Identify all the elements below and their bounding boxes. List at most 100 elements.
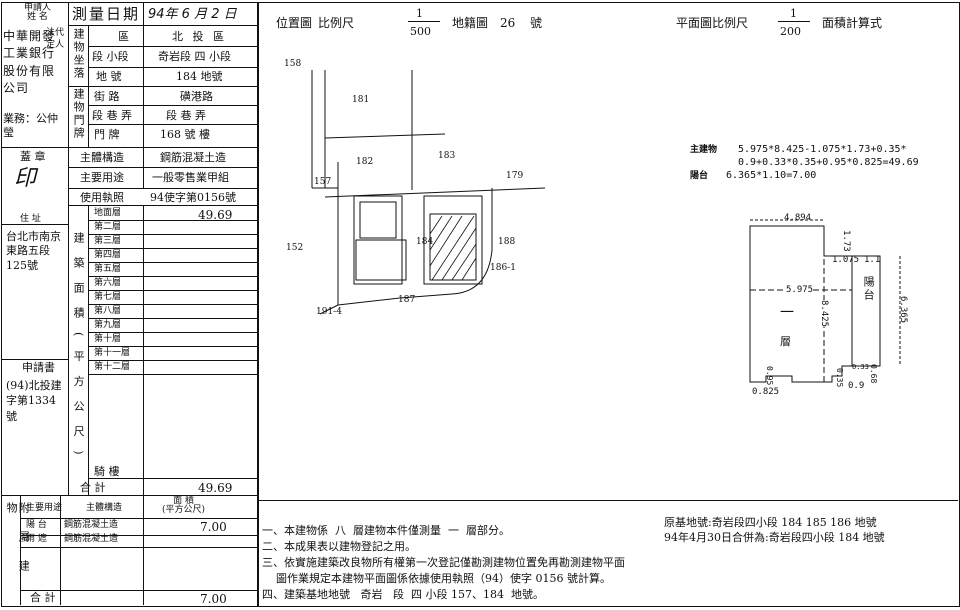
parcel-157: 157 xyxy=(314,177,332,187)
annex-row-structure: 鋼筋混凝土造 xyxy=(64,520,119,530)
district-label: 區 xyxy=(118,30,129,43)
note-line: 三、依實施建築改良物所有權第一次登記僅勘測建物位置免再勘測建物平面 xyxy=(262,556,625,569)
parcel-158: 158 xyxy=(284,59,302,69)
license-value: 94使字第0156號 xyxy=(150,191,236,204)
land-no-label: 地 號 xyxy=(96,70,122,83)
dim-068: 0.68 xyxy=(868,364,878,384)
calc-balcony: 6.365*1.10=7.00 xyxy=(726,170,817,181)
floor-row-label: 第十一層 xyxy=(94,348,131,358)
parcel-183: 183 xyxy=(438,151,456,161)
parcel-181: 181 xyxy=(352,95,370,105)
representative-label: 法代定人 xyxy=(46,28,65,50)
annex-total-label: 合 計 xyxy=(30,591,56,604)
annex-total: 7.00 xyxy=(200,592,227,606)
ground-area: 49.69 xyxy=(198,208,233,222)
parcel-179: 179 xyxy=(506,171,524,181)
map-number: 26 xyxy=(500,16,516,30)
parcel-187: 187 xyxy=(398,295,416,305)
map-label: 地籍圖 xyxy=(452,16,489,30)
dim-5975: 5.975 xyxy=(786,285,814,295)
note-line: 一、本建物係 八 層建物本件僅測量 一 層部分。 xyxy=(262,524,510,537)
dim-173: 1.73 xyxy=(840,230,851,252)
total-label: 合 計 xyxy=(80,481,106,494)
floor-row-label: 第七層 xyxy=(94,292,122,302)
plan-scale-den: 200 xyxy=(780,25,801,38)
annex-label: 騎 樓 xyxy=(94,465,120,478)
address-value: 台北市南京東路五段125號 xyxy=(6,230,61,272)
parcel-191-4: 191-4 xyxy=(316,307,342,317)
use-label: 主要用途 xyxy=(80,171,124,184)
application-label: 申請書 xyxy=(22,361,55,374)
parcel-182: 182 xyxy=(356,157,374,167)
annex-header-structure: 主體構造 xyxy=(86,503,123,513)
floor-row-label: 第九層 xyxy=(94,320,122,330)
section-label: 段 小段 xyxy=(92,50,129,63)
dim-11: 1.1 xyxy=(864,255,881,265)
scale-label: 比例尺 xyxy=(318,16,355,30)
floor-row-label: 第二層 xyxy=(94,222,122,232)
map-unit: 號 xyxy=(530,16,543,30)
lane-label: 段 巷 弄 xyxy=(92,109,132,122)
section-value: 奇岩段 四 小段 xyxy=(158,50,231,63)
calc-balcony-label: 陽台 xyxy=(690,171,709,181)
dim-1075: 1.075 xyxy=(832,255,860,265)
dim-033: 0.33 xyxy=(852,363,869,371)
original-land-label: 原基地號:奇岩段四小段 184 185 186 地號 xyxy=(664,516,877,529)
district-value: 北 投 區 xyxy=(172,30,227,43)
plan-floor-label2: 層 xyxy=(780,335,791,348)
land-no-value: 184 地號 xyxy=(176,70,223,83)
note-line: 圖作業規定本建物平面圖係依據使用執照（94）使字 0156 號計算。 xyxy=(262,572,611,585)
location-title: 位置圖 xyxy=(276,16,313,30)
number-value: 168 號 樓 xyxy=(160,128,210,141)
dim-8425: 8.425 xyxy=(818,300,829,328)
floor-row-label: 第四層 xyxy=(94,250,122,260)
parcel-186-1: 186-1 xyxy=(490,263,516,273)
door-label: 建物門牌 xyxy=(72,88,86,140)
merged-land-label: 94年4月30日合併為:奇岩段四小段 184 地號 xyxy=(664,531,885,544)
applicant-name: 中華開發工業銀行股份有限公司 xyxy=(3,29,56,96)
calc-main-line2: 0.9+0.33*0.35+0.95*0.825=49.69 xyxy=(738,157,919,168)
dim-0825: 0.825 xyxy=(752,387,780,397)
annex-header-area: 面 積 (平方公尺) xyxy=(162,496,206,515)
floor-row-label: 第三層 xyxy=(94,236,122,246)
annex-row-use: 雨 遮 xyxy=(26,534,47,544)
lane-value: 段 巷 弄 xyxy=(166,109,206,122)
plan-balcony-label: 陽台 xyxy=(862,276,876,302)
dim-6365: 6.365 xyxy=(897,296,908,324)
dim-09: 0.9 xyxy=(848,381,865,391)
annex-row-area: 7.00 xyxy=(200,520,227,534)
survey-date-label: 測量日期 xyxy=(72,5,141,23)
dim-095: 0.95 xyxy=(764,366,774,386)
area-calc-title: 面積計算式 xyxy=(822,16,883,30)
parcel-152: 152 xyxy=(286,243,304,253)
license-label: 使用執照 xyxy=(80,191,124,204)
seal-label: 蓋 章 xyxy=(20,150,46,163)
floor-row-label: 第十層 xyxy=(94,334,122,344)
street-value: 磺港路 xyxy=(180,90,213,103)
annex-row-structure: 鋼筋混凝土造 xyxy=(64,534,119,544)
note-line: 二、本成果表以建物登記之用。 xyxy=(262,540,416,553)
building-location-label: 建物坐落 xyxy=(72,28,86,80)
floors-label: 建築面積(平方公尺) xyxy=(72,232,86,469)
use-value: 一般零售業甲組 xyxy=(152,171,229,184)
note-line: 四、建築基地地號 奇岩 段 四 小段 157、184 地號。 xyxy=(262,588,544,601)
parcel-188: 188 xyxy=(498,237,516,247)
dim-4894: 4.894 xyxy=(784,213,812,223)
annex-section-label: 附屬建物 xyxy=(5,502,31,589)
dim-035: 0.35 xyxy=(834,368,844,388)
street-label: 街 路 xyxy=(94,90,120,103)
plan-title: 平面圖比例尺 xyxy=(676,16,749,30)
floor-row-label: 第十二層 xyxy=(94,362,131,372)
calc-main-line1: 5.975*8.425-1.075*1.73+0.35* xyxy=(738,144,907,155)
application-no: (94)北投建字第1334號 xyxy=(6,379,62,423)
calc-main-label: 主建物 xyxy=(690,145,718,155)
annex-row-use: 陽 台 xyxy=(26,520,47,530)
location-scale-num: 1 xyxy=(416,7,423,20)
number-label: 門 牌 xyxy=(94,128,120,141)
floor-row-label: 第五層 xyxy=(94,264,122,274)
seal-stamp: 印 xyxy=(14,166,37,191)
floor-row-label: 第六層 xyxy=(94,278,122,288)
address-label: 住 址 xyxy=(20,214,41,224)
